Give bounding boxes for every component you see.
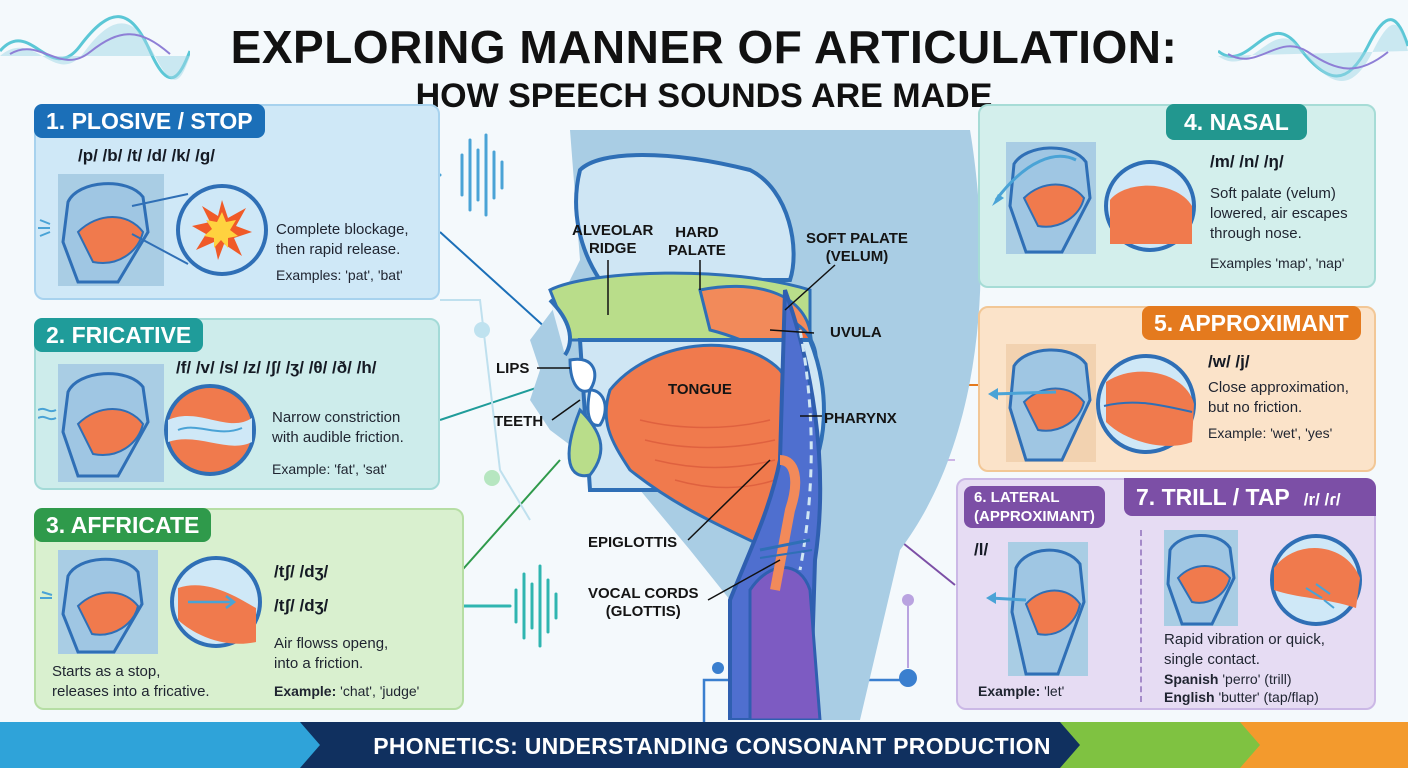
label-hard-palate-line-2: PALATE <box>668 242 726 259</box>
label-soft-palate-line-2: (VELUM) <box>825 248 889 265</box>
panel-trill-title-text: 7. TRILL / TAP <box>1136 484 1290 510</box>
nasal-example: Examples 'map', 'nap' <box>1210 255 1345 271</box>
affricate-mouth-illustration <box>40 550 262 654</box>
affricate-ipa-1: /tʃ/ /dʒ/ <box>274 562 329 581</box>
nasal-mouth-illustration <box>992 142 1196 254</box>
panel-lateral-title-line-2: (APPROXIMANT) <box>974 508 1095 525</box>
panel-lateral-title-line-1: 6. LATERAL <box>974 489 1060 506</box>
lateral-ipa: /l/ <box>974 540 989 559</box>
affricate-example-label: Example: <box>274 683 337 699</box>
affricate-desc-2: into a friction. <box>274 655 364 672</box>
label-epiglottis: EPIGLOTTIS <box>588 534 678 551</box>
affricate-example-value: 'chat', 'judge' <box>336 683 420 699</box>
label-uvula: UVULA <box>830 324 882 341</box>
trill-mouth-illustration <box>1164 530 1362 626</box>
fricative-ipa: /f/ /v/ /s/ /z/ /ʃ/ /ʒ/ /θ/ /ð/ /h/ <box>176 358 377 377</box>
affricate-left-2: releases into a fricative. <box>52 683 210 700</box>
panel-affricate-title: 3. AFFRICATE <box>34 508 212 542</box>
plosive-example: Examples: 'pat', 'bat' <box>276 267 403 283</box>
affricate-example: Example: 'chat', 'judge' <box>274 682 419 700</box>
label-vocal-cords: VOCAL CORDS (GLOTTIS) <box>588 585 699 621</box>
label-lips: LIPS <box>496 360 530 377</box>
label-tongue: TONGUE <box>668 381 732 398</box>
panel-divider <box>1140 530 1142 702</box>
label-pharynx: PHARYNX <box>824 410 897 427</box>
plosive-desc-1: Complete blockage, <box>276 221 409 238</box>
panel-trill-title: 7. TRILL / TAP /r/ /ɾ/ <box>1124 478 1376 516</box>
affricate-ipa-2: /tʃ/ /dʒ/ <box>274 596 329 615</box>
affricate-left-1: Starts as a stop, <box>52 663 161 680</box>
nasal-desc-1: Soft palate (velum) <box>1210 185 1336 202</box>
nasal-desc-2: lowered, air escapes <box>1210 205 1348 222</box>
label-vocal-cords-line-2: (GLOTTIS) <box>605 603 681 620</box>
fricative-desc-2: with audible friction. <box>272 429 404 446</box>
nasal-ipa: /m/ /n/ /ŋ/ <box>1210 152 1284 171</box>
trill-example-1: Spanish 'perro' (trill) <box>1164 670 1291 688</box>
approximant-mouth-illustration <box>988 344 1196 462</box>
panel-nasal-title: 4. NASAL <box>1166 104 1307 140</box>
label-vocal-cords-line-1: VOCAL CORDS <box>588 585 699 602</box>
label-hard-palate-line-1: HARD <box>675 224 719 241</box>
vocal-tract-diagram <box>530 130 981 720</box>
panel-lateral-title: 6. LATERAL (APPROXIMANT) <box>964 486 1105 528</box>
lateral-example-value: 'let' <box>1040 683 1065 699</box>
trill-example-1-value: 'perro' (trill) <box>1218 671 1292 687</box>
plosive-ipa: /p/ /b/ /t/ /d/ /k/ /g/ <box>78 146 215 165</box>
trill-example-1-label: Spanish <box>1164 671 1219 687</box>
fricative-example: Example: 'fat', 'sat' <box>272 461 387 477</box>
trill-ipa: /r/ /ɾ/ <box>1303 490 1341 509</box>
trill-desc-2: single contact. <box>1164 651 1260 668</box>
trill-example-2-label: English <box>1164 689 1215 705</box>
explosion-icon <box>192 200 252 260</box>
lateral-example-label: Example: <box>978 683 1041 699</box>
plosive-desc-2: then rapid release. <box>276 241 401 258</box>
panel-plosive-title: 1. PLOSIVE / STOP <box>34 104 265 138</box>
approximant-desc-2: but no friction. <box>1208 399 1303 416</box>
approximant-ipa: /w/ /j/ <box>1208 352 1250 371</box>
label-alveolar-ridge: ALVEOLAR RIDGE <box>572 222 653 258</box>
label-soft-palate-line-1: SOFT PALATE <box>806 230 908 247</box>
title-line-2: HOW SPEECH SOUNDS ARE MADE <box>415 77 993 115</box>
page-title: EXPLORING MANNER OF ARTICULATION: HOW SP… <box>190 22 1218 116</box>
fricative-desc-1: Narrow constriction <box>272 409 401 426</box>
footer-text: PHONETICS: UNDERSTANDING CONSONANT PRODU… <box>373 733 1051 759</box>
label-alveolar-ridge-line-2: RIDGE <box>588 240 637 257</box>
lateral-mouth-illustration <box>986 542 1088 676</box>
label-alveolar-ridge-line-1: ALVEOLAR <box>572 222 654 239</box>
affricate-desc-1: Air flowss openg, <box>274 635 389 652</box>
right-wave-decoration <box>1218 18 1408 81</box>
panel-fricative-title: 2. FRICATIVE <box>34 318 204 352</box>
left-wave-decoration <box>0 15 190 80</box>
trill-example-2-value: 'butter' (tap/flap) <box>1214 689 1319 705</box>
title-line-1: EXPLORING MANNER OF ARTICULATION: <box>230 21 1178 73</box>
label-teeth: TEETH <box>494 413 544 430</box>
plosive-mouth-illustration <box>38 174 268 286</box>
nasal-desc-3: through nose. <box>1210 225 1302 242</box>
panel-approximant-title: 5. APPROXIMANT <box>1142 306 1361 340</box>
lateral-example: Example: 'let' <box>978 682 1064 700</box>
label-hard-palate: HARD PALATE <box>668 224 726 260</box>
footer-banner <box>0 722 1408 768</box>
label-soft-palate: SOFT PALATE (VELUM) <box>806 230 908 266</box>
approximant-desc-1: Close approximation, <box>1208 379 1349 396</box>
trill-example-2: English 'butter' (tap/flap) <box>1164 688 1319 706</box>
approximant-example: Example: 'wet', 'yes' <box>1208 425 1333 441</box>
fricative-mouth-illustration <box>38 364 256 482</box>
trill-desc-1: Rapid vibration or quick, <box>1164 631 1325 648</box>
